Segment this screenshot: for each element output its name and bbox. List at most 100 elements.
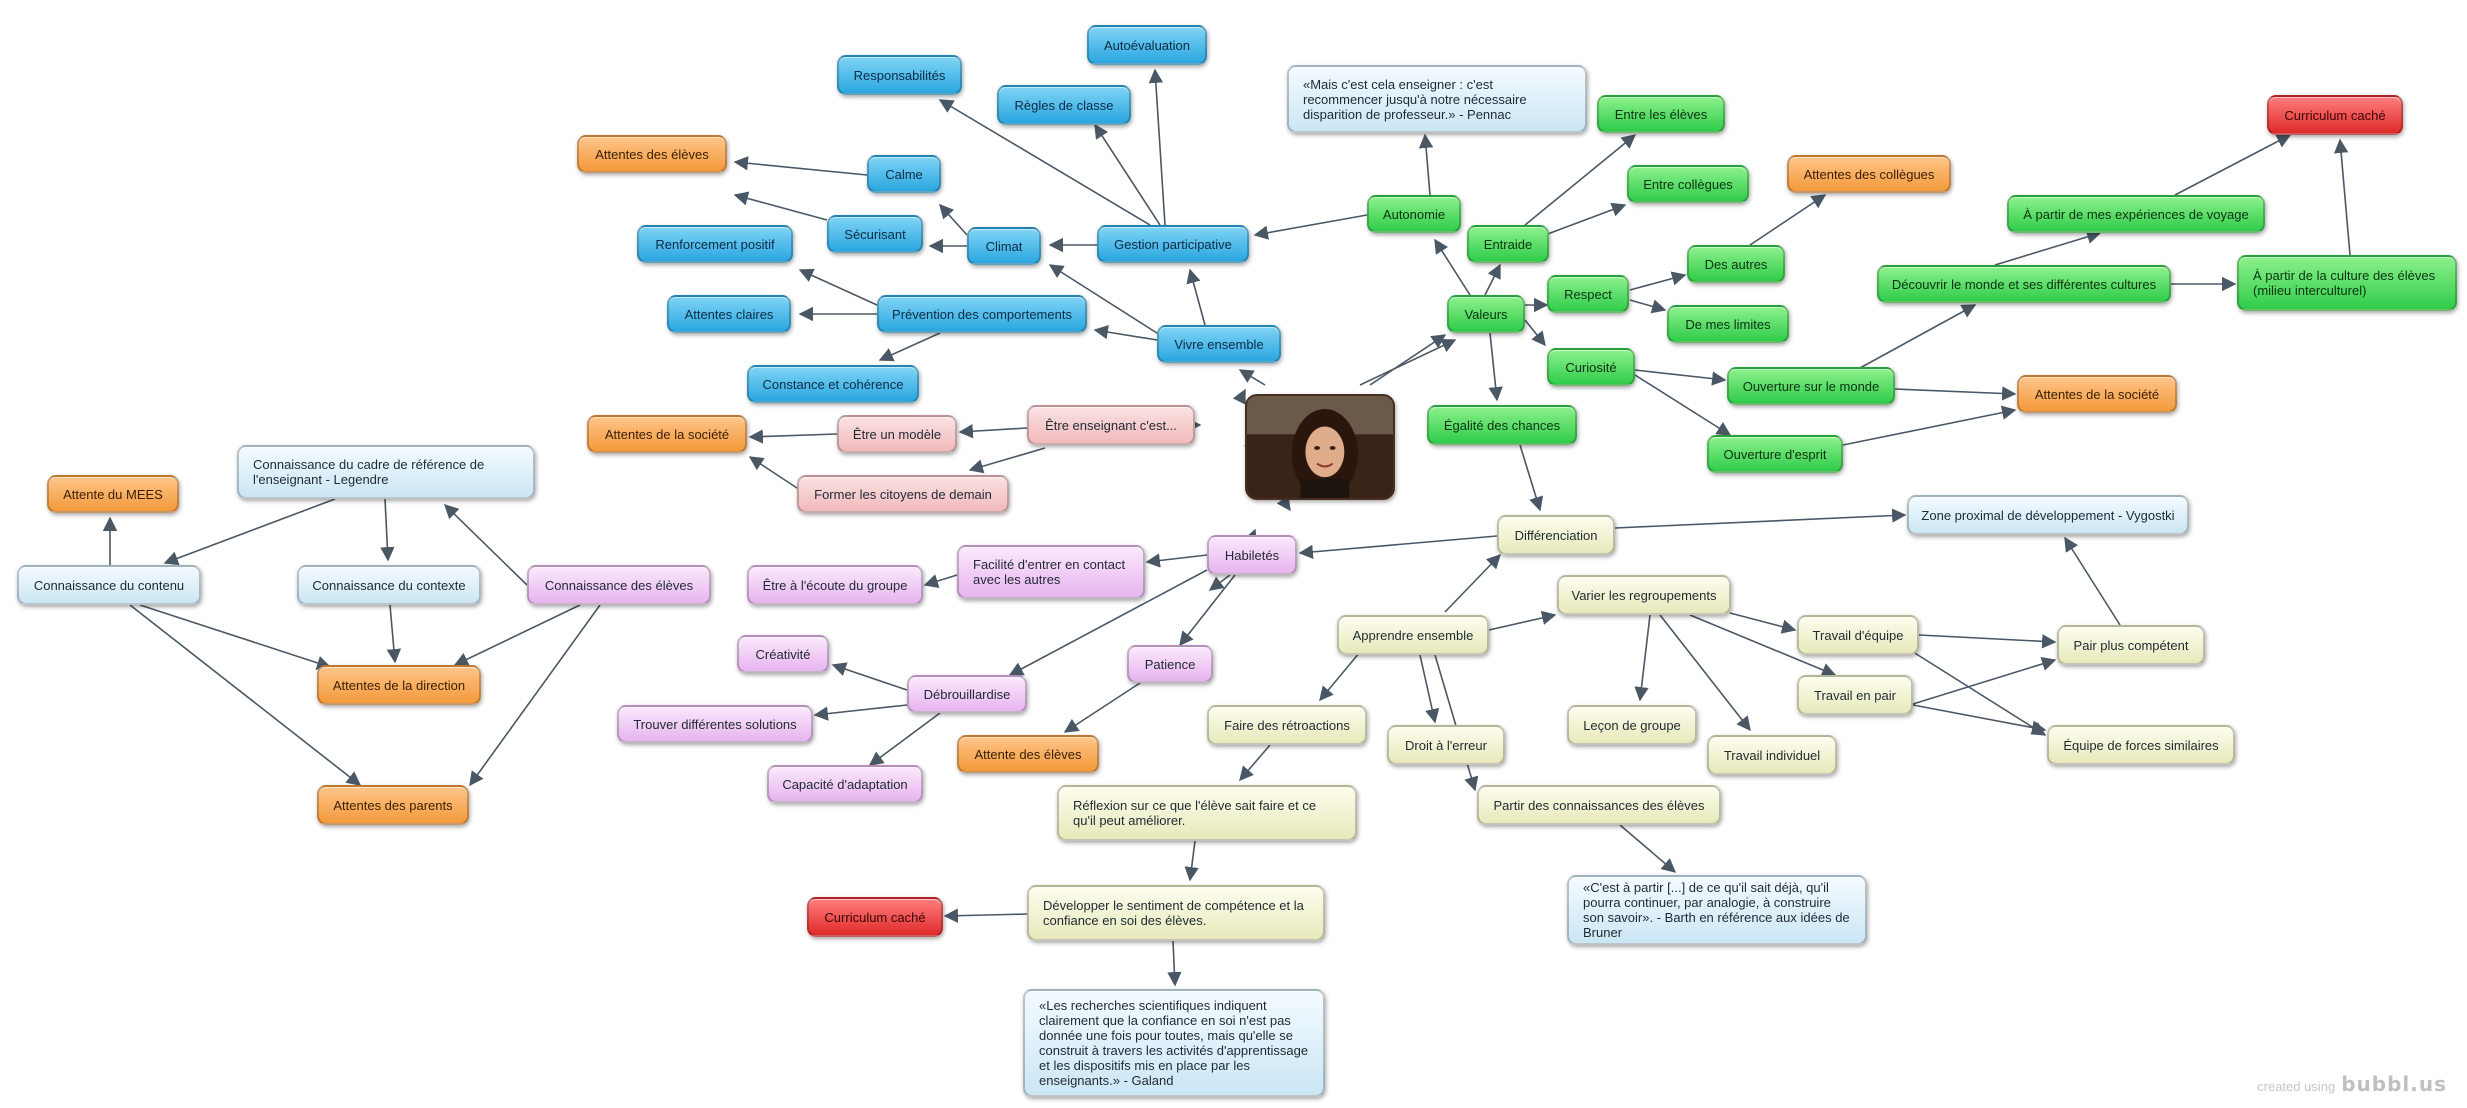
node-renforcement-positif[interactable]: Renforcement positif [637,225,793,263]
node-des-autres[interactable]: Des autres [1687,245,1785,283]
node-trouver-differentes-solutions[interactable]: Trouver différentes solutions [617,705,813,743]
node-a-partir-culture-eleves[interactable]: À partir de la culture des élèves (milie… [2237,255,2457,311]
connector-arrow [1619,824,1677,873]
node-a-partir-experiences-voyage[interactable]: À partir de mes expériences de voyage [2007,195,2265,233]
node-autonomie[interactable]: Autonomie [1367,195,1461,233]
connector-arrow [1524,134,1637,226]
connector-arrow [1894,386,2017,401]
node-constance-et-coherence[interactable]: Constance et cohérence [747,365,919,403]
connector-arrow [1614,508,1907,529]
node-entre-les-eleves[interactable]: Entre les élèves [1597,95,1725,133]
node-ouverture-sur-le-monde[interactable]: Ouverture sur le monde [1727,367,1895,405]
node-responsabilites[interactable]: Responsabilités [837,55,962,95]
node-legendre[interactable]: Connaissance du cadre de référence de l'… [237,445,535,499]
node-climat[interactable]: Climat [967,227,1041,265]
node-travail-d-equipe[interactable]: Travail d'équipe [1797,615,1919,655]
portrait-photo-icon [1247,396,1393,498]
node-gestion-participative[interactable]: Gestion participative [1097,225,1249,263]
node-travail-individuel[interactable]: Travail individuel [1707,735,1837,775]
quote-pennac[interactable]: «Mais c'est cela enseigner : c'est recom… [1287,65,1587,133]
node-attentes-de-la-societe-right[interactable]: Attentes de la société [2017,375,2177,413]
node-connaissance-du-contexte[interactable]: Connaissance du contexte [297,565,481,605]
node-former-les-citoyens[interactable]: Former les citoyens de demain [797,475,1009,513]
node-entre-collegues[interactable]: Entre collègues [1627,165,1749,203]
node-connaissance-du-contenu[interactable]: Connaissance du contenu [17,565,201,605]
node-differenciation[interactable]: Différenciation [1497,515,1615,555]
node-attentes-des-eleves-top[interactable]: Attentes des élèves [577,135,727,173]
node-entraide[interactable]: Entraide [1467,225,1549,263]
node-developper-sentiment[interactable]: Développer le sentiment de compétence et… [1027,885,1325,941]
connector-arrow [1253,214,1368,240]
node-debrouillardise[interactable]: Débrouillardise [907,675,1027,713]
node-egalite-des-chances[interactable]: Égalité des chances [1427,405,1577,445]
node-curriculum-cache-bottom[interactable]: Curriculum caché [807,897,943,937]
connector-arrow [1186,268,1206,326]
node-autoevaluation[interactable]: Autoévaluation [1087,25,1207,65]
node-lecon-de-groupe[interactable]: Leçon de groupe [1567,705,1697,745]
node-securisant[interactable]: Sécurisant [827,215,923,253]
node-de-mes-limites[interactable]: De mes limites [1667,305,1789,343]
connector-arrow [1093,324,1158,341]
node-curriculum-cache-top[interactable]: Curriculum caché [2267,95,2403,135]
node-curiosite[interactable]: Curiosité [1547,348,1635,386]
quote-galand[interactable]: «Les recherches scientifiques indiquent … [1023,989,1325,1097]
connector-arrow [2174,134,2292,196]
node-attente-du-mees[interactable]: Attente du MEES [47,475,179,513]
node-capacite-d-adaptation[interactable]: Capacité d'adaptation [767,765,923,803]
node-attentes-de-la-societe-left[interactable]: Attentes de la société [587,415,747,453]
node-facilite-contact[interactable]: Facilité d'entrer en contact avec les au… [957,545,1145,599]
node-valeurs[interactable]: Valeurs [1447,295,1525,333]
connector-arrow [139,604,332,670]
node-droit-a-l-erreur[interactable]: Droit à l'erreur [1387,725,1505,765]
node-calme[interactable]: Calme [867,155,941,193]
node-vivre-ensemble[interactable]: Vivre ensemble [1157,325,1281,363]
connector-arrow [923,574,958,589]
node-etre-un-modele[interactable]: Être un modèle [837,415,957,453]
node-apprendre-ensemble[interactable]: Apprendre ensemble [1337,615,1489,655]
node-etre-enseignant[interactable]: Être enseignant c'est... [1027,405,1195,445]
connector-arrow [1484,263,1501,296]
connector-arrow [1859,304,1977,369]
node-faire-des-retroactions[interactable]: Faire des rétroactions [1207,705,1367,745]
credit-prefix: created using [2257,1079,2336,1094]
node-attentes-de-la-direction[interactable]: Attentes de la direction [317,665,481,705]
node-reflexion[interactable]: Réflexion sur ce que l'élève sait faire … [1057,785,1357,841]
connector-arrow [1634,614,1651,702]
central-photo[interactable] [1245,394,1395,500]
node-travail-en-pair[interactable]: Travail en pair [1797,675,1913,715]
node-attentes-des-collegues[interactable]: Attentes des collègues [1787,155,1951,193]
connector-arrow [831,662,908,691]
node-ouverture-d-esprit[interactable]: Ouverture d'esprit [1707,435,1843,473]
connector-arrow [748,456,801,491]
quote-barth[interactable]: «C'est à partir [...] de ce qu'il sait d… [1567,875,1867,945]
connector-arrow [1239,744,1271,782]
connector-arrow [1238,369,1266,386]
node-etre-a-l-ecoute[interactable]: Être à l'écoute du groupe [747,565,923,605]
node-equipe-de-forces-similaires[interactable]: Équipe de forces similaires [2047,725,2235,765]
node-creativite[interactable]: Créativité [737,635,829,673]
connector-arrow [443,503,528,586]
node-pair-plus-competent[interactable]: Pair plus compétent [2057,625,2205,665]
node-regles-de-classe[interactable]: Règles de classe [997,85,1131,125]
node-vygotski[interactable]: Zone proximal de développement - Vygostk… [1907,495,2189,535]
node-decouvrir-le-monde[interactable]: Découvrir le monde et ses différentes cu… [1877,265,2171,303]
node-habiletes[interactable]: Habiletés [1207,535,1297,575]
connector-arrow [1298,535,1498,560]
node-prevention-des-comportements[interactable]: Prévention des comportements [877,295,1087,333]
node-attente-des-eleves-bottom[interactable]: Attente des élèves [957,735,1099,773]
node-varier-les-regroupements[interactable]: Varier les regroupements [1557,575,1731,615]
node-patience[interactable]: Patience [1127,645,1213,683]
connector-arrow [958,424,1028,439]
node-partir-des-connaissances[interactable]: Partir des connaissances des élèves [1477,785,1721,825]
connector-arrow [1094,123,1161,226]
node-connaissance-des-eleves[interactable]: Connaissance des élèves [527,565,711,605]
node-respect[interactable]: Respect [1547,275,1629,313]
connector-arrow [1842,405,2017,446]
connector-arrow [1524,319,1546,347]
connector-arrow [1912,704,2047,735]
node-attentes-des-parents[interactable]: Attentes des parents [317,785,469,825]
connector-arrow [380,498,395,562]
node-attentes-claires[interactable]: Attentes claires [667,295,791,333]
